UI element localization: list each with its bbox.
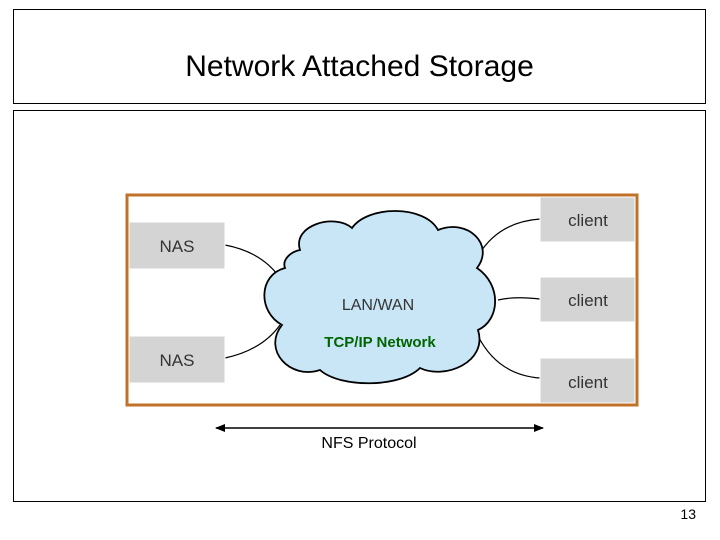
client-box-3: [539, 357, 636, 404]
client-label-3: client: [568, 373, 608, 392]
client-label-2: client: [568, 291, 608, 310]
nas-label-1: NAS: [160, 237, 195, 256]
client-box-2: [539, 276, 636, 323]
link-nas2-network: [224, 324, 281, 359]
link-client2-network: [497, 297, 541, 301]
client-label-1: client: [568, 211, 608, 230]
nas-box-1: [128, 221, 226, 270]
network-caption: TCP/IP Network: [324, 334, 436, 351]
link-client3-network: [477, 335, 541, 379]
client-box-1: [539, 196, 636, 243]
page-number: 13: [680, 506, 696, 522]
network-label: LAN/WAN: [342, 297, 414, 314]
title-box: Network Attached Storage: [13, 9, 706, 104]
nas-label-2: NAS: [160, 351, 195, 370]
nas-box-2: [128, 335, 226, 384]
protocol-label: NFS Protocol: [321, 435, 416, 452]
network-cloud: [263, 210, 497, 385]
slide-title: Network Attached Storage: [185, 50, 534, 83]
